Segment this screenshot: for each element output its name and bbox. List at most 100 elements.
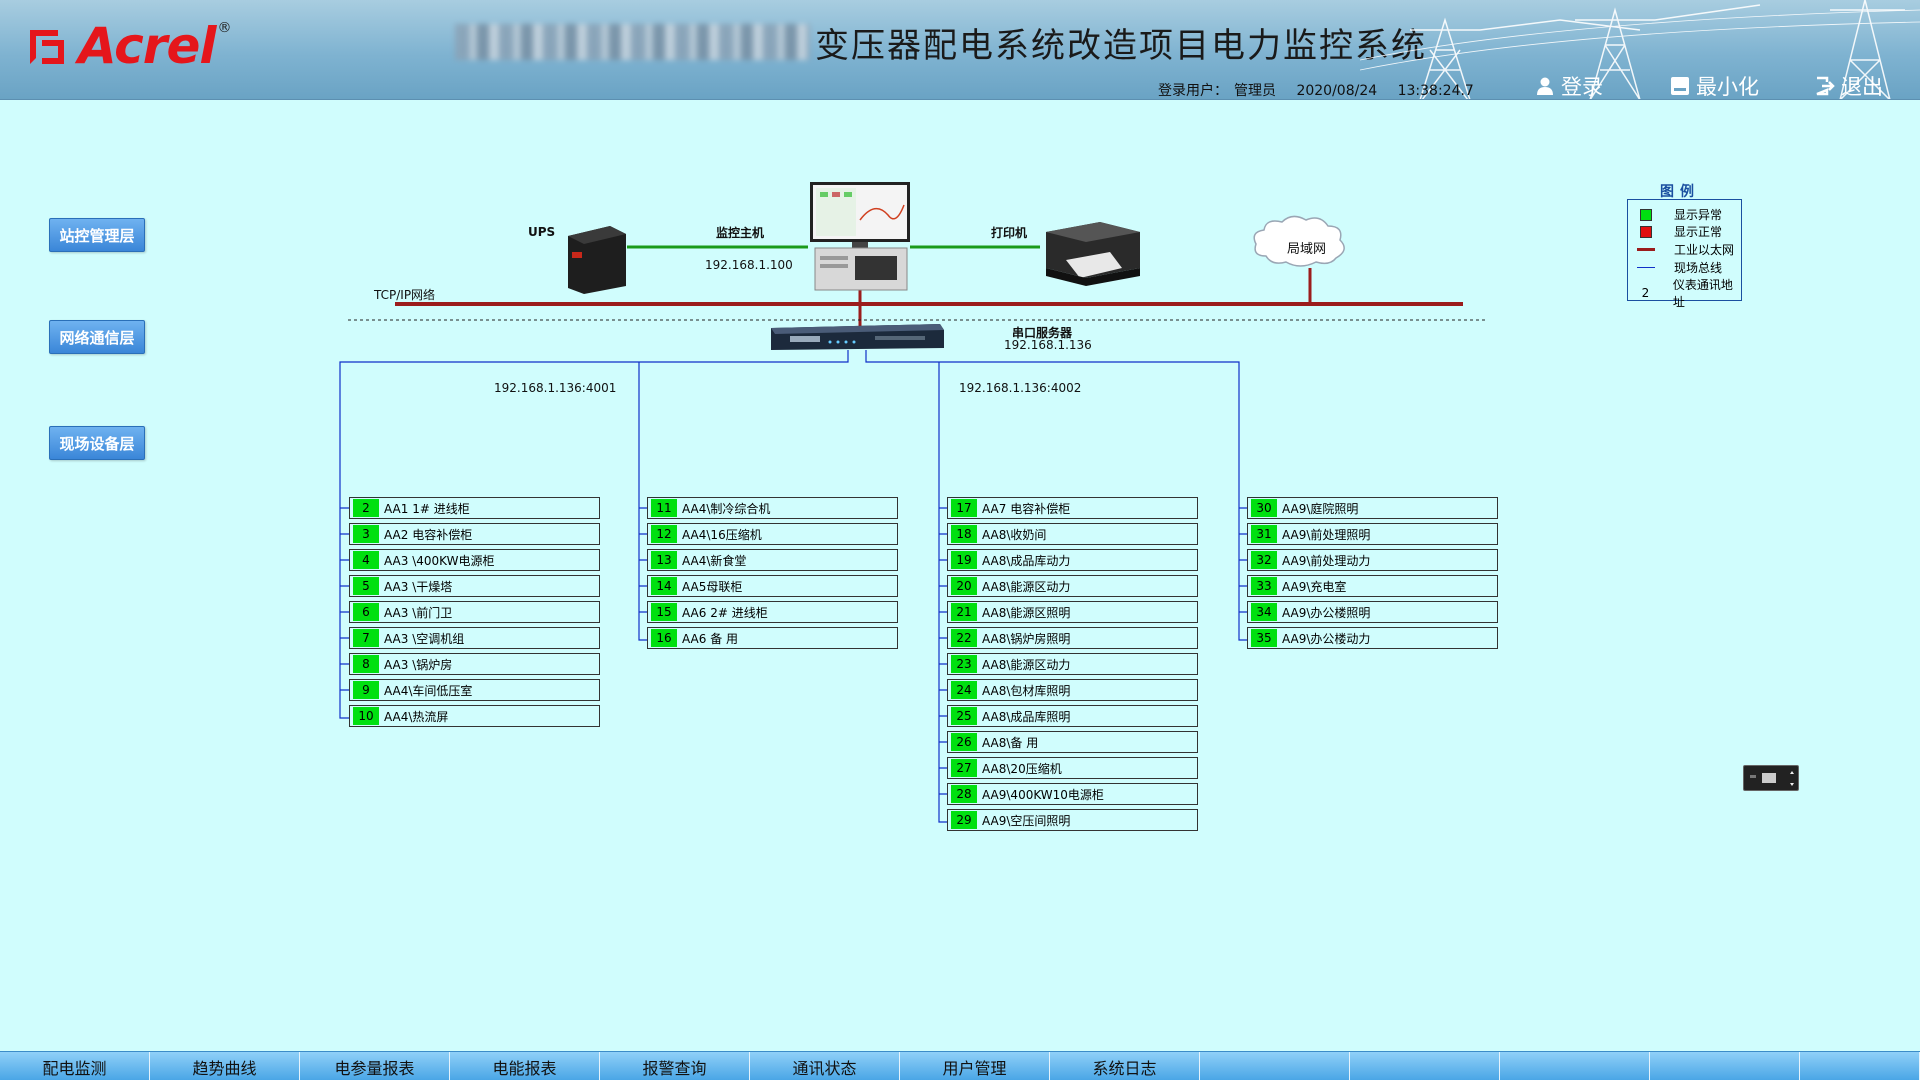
tab-electrical-parameter-report[interactable]: 电参量报表 xyxy=(300,1052,450,1080)
legend-label: 仪表通讯地址 xyxy=(1672,278,1733,309)
device-name: AA9\庭院照明 xyxy=(1282,501,1359,516)
device-address: 10 xyxy=(353,707,379,725)
address-number-symbol: 2 xyxy=(1641,286,1650,300)
device-name: AA1 1# 进线柜 xyxy=(384,501,470,516)
device-row[interactable]: 26 AA8\备 用 xyxy=(947,731,1198,753)
device-address: 28 xyxy=(951,785,977,803)
device-name: AA7 电容补偿柜 xyxy=(982,501,1071,516)
tab-empty xyxy=(1800,1052,1920,1080)
login-button[interactable]: 登录 xyxy=(1535,74,1603,99)
page-title: 变压器配电系统改造项目电力监控系统 xyxy=(815,26,1427,66)
device-row[interactable]: 25 AA8\成品库照明 xyxy=(947,705,1198,727)
logo-text: Acrel xyxy=(78,17,217,75)
ups-icon xyxy=(568,226,626,294)
device-name: AA3 \锅炉房 xyxy=(384,657,453,672)
ups-label: UPS xyxy=(528,225,556,239)
device-name: AA4\车间低压室 xyxy=(384,683,473,698)
acrel-logo: Acrel ® xyxy=(28,18,232,74)
device-address: 22 xyxy=(951,629,977,647)
device-thumbnail[interactable] xyxy=(1743,765,1799,791)
device-address: 34 xyxy=(1251,603,1277,621)
device-address: 7 xyxy=(353,629,379,647)
green-square-icon xyxy=(1636,208,1656,221)
tab-energy-report[interactable]: 电能报表 xyxy=(450,1052,600,1080)
legend-label: 工业以太网 xyxy=(1674,243,1735,257)
device-address: 30 xyxy=(1251,499,1277,517)
port-4002-label: 192.168.1.136:4002 xyxy=(959,381,1082,395)
device-name: AA9\空压间照明 xyxy=(982,813,1071,828)
device-address: 26 xyxy=(951,733,977,751)
device-address: 6 xyxy=(353,603,379,621)
tab-system-log[interactable]: 系统日志 xyxy=(1050,1052,1200,1080)
fieldbus-line-icon xyxy=(1636,262,1656,274)
device-row[interactable]: 2 AA1 1# 进线柜 xyxy=(349,497,600,519)
device-address: 24 xyxy=(951,681,977,699)
monitoring-host-icon xyxy=(810,182,910,291)
tab-alarm-query[interactable]: 报警查询 xyxy=(600,1052,750,1080)
tab-empty xyxy=(1500,1052,1650,1080)
printer-icon xyxy=(1046,222,1140,286)
minimize-button[interactable]: 最小化 xyxy=(1670,74,1759,99)
device-name: AA8\能源区动力 xyxy=(982,579,1071,594)
device-address: 33 xyxy=(1251,577,1277,595)
device-row[interactable]: 17 AA7 电容补偿柜 xyxy=(947,497,1198,519)
login-info: 登录用户：管理员 2020/08/24 13:38:24.7 xyxy=(1158,80,1490,99)
device-address: 17 xyxy=(951,499,977,517)
device-name: AA8\备 用 xyxy=(982,735,1039,750)
exit-button[interactable]: 退出 xyxy=(1815,74,1883,99)
tab-distribution-monitoring[interactable]: 配电监测 xyxy=(0,1052,150,1080)
serial-server-label: 串口服务器 xyxy=(1012,326,1073,340)
device-address: 13 xyxy=(651,551,677,569)
device-address: 23 xyxy=(951,655,977,673)
device-address: 9 xyxy=(353,681,379,699)
device-row[interactable]: 9 AA4\车间低压室 xyxy=(349,679,600,701)
device-address: 14 xyxy=(651,577,677,595)
ethernet-line-icon xyxy=(1636,244,1656,256)
device-row[interactable]: 30 AA9\庭院照明 xyxy=(1247,497,1498,519)
device-name: AA8\收奶间 xyxy=(982,527,1047,542)
network-communication-layer-button[interactable]: 网络通信层 xyxy=(49,320,145,354)
login-user: 管理员 xyxy=(1234,83,1276,99)
device-name: AA9\400KW10电源柜 xyxy=(982,787,1104,802)
port-4001-label: 192.168.1.136:4001 xyxy=(494,381,617,395)
tab-trend-curve[interactable]: 趋势曲线 xyxy=(150,1052,300,1080)
device-name: AA9\办公楼动力 xyxy=(1282,631,1371,646)
device-row[interactable]: 28 AA9\400KW10电源柜 xyxy=(947,783,1198,805)
device-address: 2 xyxy=(353,499,379,517)
device-address: 25 xyxy=(951,707,977,725)
field-device-layer-button[interactable]: 现场设备层 xyxy=(49,426,145,460)
station-management-layer-button[interactable]: 站控管理层 xyxy=(49,218,145,252)
tab-user-management[interactable]: 用户管理 xyxy=(900,1052,1050,1080)
legend-title: 图例 xyxy=(1660,184,1700,200)
tab-communication-status[interactable]: 通讯状态 xyxy=(750,1052,900,1080)
device-name: AA8\成品库照明 xyxy=(982,709,1071,724)
legend-item: 工业以太网 xyxy=(1636,241,1734,258)
